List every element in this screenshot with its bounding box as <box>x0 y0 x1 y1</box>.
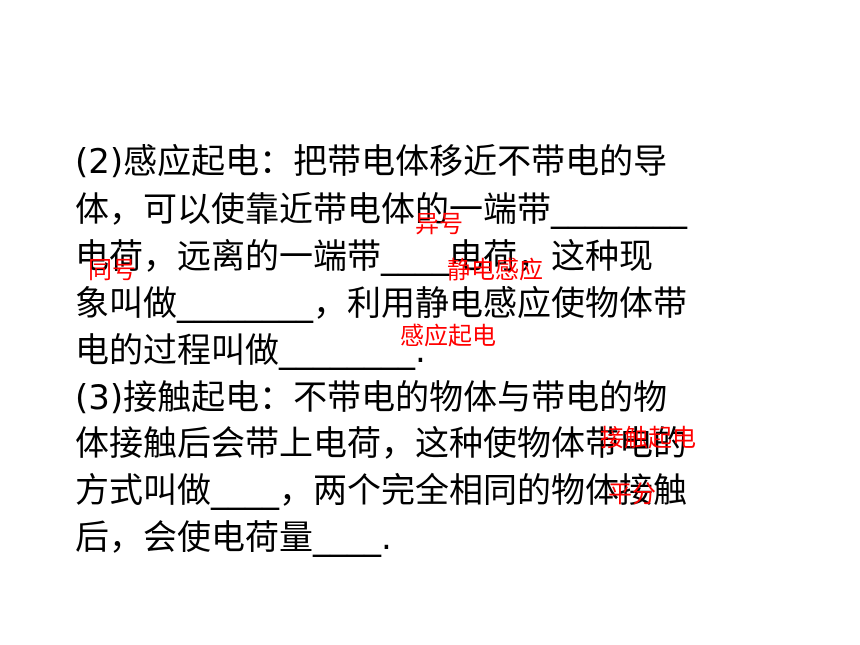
paragraph-2-line-2: 体，可以使靠近带电体的一端带________ <box>75 190 687 230</box>
paragraph-3-line-2: 体接触后会带上电荷，这种使物体带电的 <box>75 424 687 464</box>
paragraph-2-line-3: 电荷，远离的一端带____电荷，这种现 <box>75 237 653 277</box>
answer-contact-charging: 接触起电 <box>600 424 696 452</box>
paragraph-2-line-1: (2)感应起电：把带电体移近不带电的导 <box>75 142 668 182</box>
answer-opposite-charge: 异号 <box>415 210 463 238</box>
answer-equal-share: 平分 <box>608 480 656 508</box>
answer-same-charge: 同号 <box>88 256 136 284</box>
paragraph-3-line-1: (3)接触起电：不带电的物体与带电的物 <box>75 378 668 418</box>
paragraph-3-line-4: 后，会使电荷量____. <box>75 518 392 558</box>
paragraph-2-line-5: 电的过程叫做________. <box>75 331 426 371</box>
paragraph-3-line-3: 方式叫做____，两个完全相同的物体接触 <box>75 471 687 511</box>
answer-induction-charging: 感应起电 <box>400 322 496 350</box>
answer-electrostatic-induction: 静电感应 <box>447 256 543 284</box>
paragraph-2-line-4: 象叫做________，利用静电感应使物体带 <box>75 284 687 324</box>
